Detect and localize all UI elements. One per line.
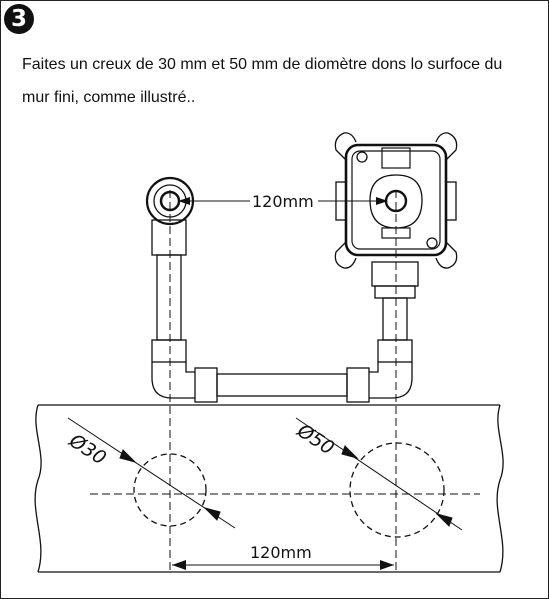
pipework [151, 219, 419, 403]
large-hole-outline [349, 442, 445, 538]
valve-spacing-dimension: 120mm [178, 192, 388, 211]
hole-spacing-dimension: 120mm [172, 543, 394, 570]
valve-spacing-label: 120mm [252, 192, 314, 211]
mixing-valve-body [334, 132, 458, 269]
small-hole-outline [133, 453, 207, 527]
small-hole-diameter-leader [67, 417, 236, 529]
hole-spacing-label: 120mm [250, 543, 312, 562]
large-hole-diameter-label: Ø50 [292, 419, 338, 459]
finished-wall [34, 404, 504, 573]
center-lines [90, 190, 480, 572]
large-hole-diameter-leader [295, 417, 463, 531]
instruction-text: Faites un creux de 30 mm et 50 mm de dio… [22, 56, 503, 106]
step-number-badge: 3 [4, 4, 34, 34]
small-hole-diameter-label: Ø30 [64, 429, 110, 469]
